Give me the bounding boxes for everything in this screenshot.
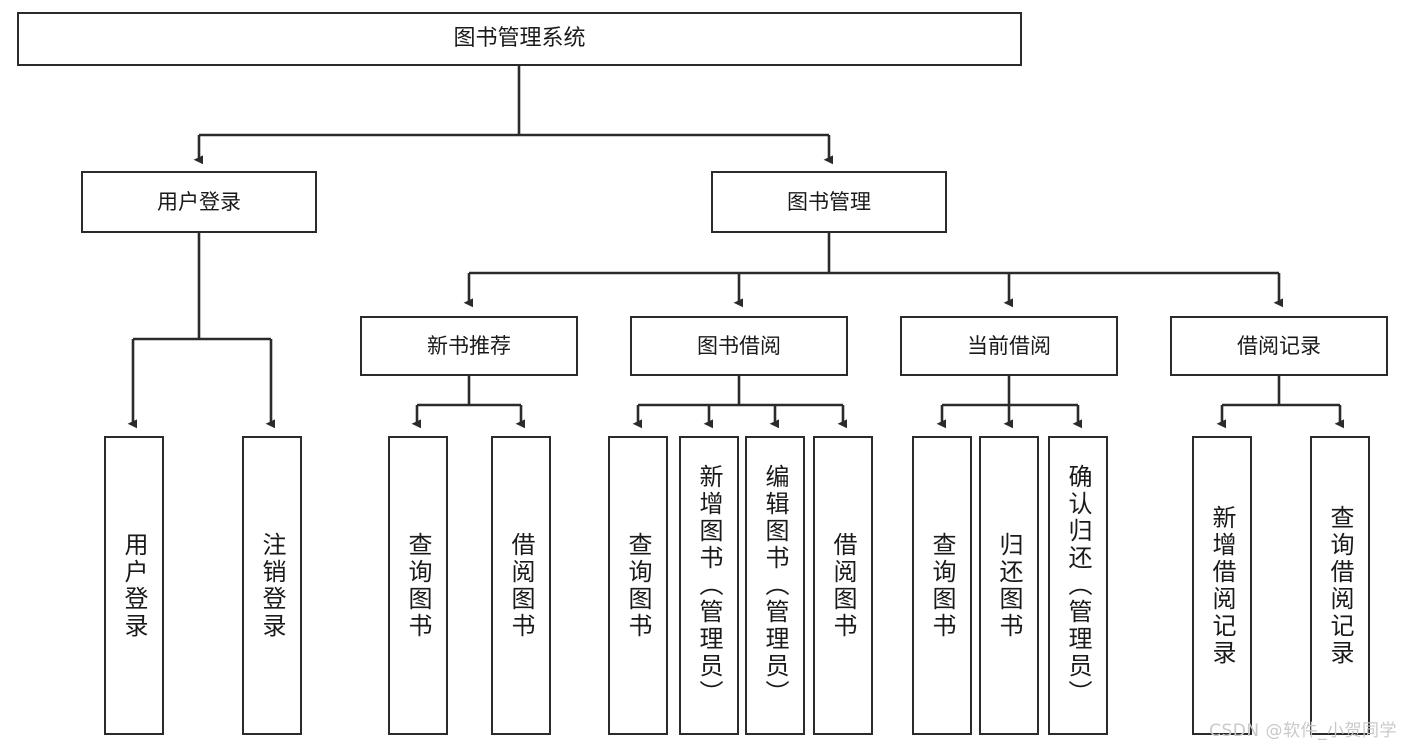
node-label: 查询图书 — [624, 531, 652, 640]
csdn-watermark: CSDN @软件_小贺同学 — [1209, 721, 1397, 741]
node-borrow-record[interactable]: 借阅记录 — [1170, 316, 1388, 376]
leaf-logout-login[interactable]: 注销登录 — [242, 436, 302, 735]
node-label: 查询图书 — [928, 531, 956, 640]
node-label: 查询图书 — [404, 531, 432, 640]
leaf-query-book-3[interactable]: 查询图书 — [912, 436, 972, 735]
leaf-query-book-1[interactable]: 查询图书 — [388, 436, 448, 735]
node-user-login[interactable]: 用户登录 — [81, 171, 317, 233]
node-book-manage[interactable]: 图书管理 — [711, 171, 947, 233]
leaf-user-login[interactable]: 用户登录 — [104, 436, 164, 735]
node-label: 新增图书（管理员） — [695, 464, 723, 707]
node-book-borrow[interactable]: 图书借阅 — [630, 316, 848, 376]
node-new-book-recommend[interactable]: 新书推荐 — [360, 316, 578, 376]
leaf-return-book[interactable]: 归还图书 — [979, 436, 1039, 735]
leaf-add-book[interactable]: 新增图书（管理员） — [679, 436, 739, 735]
leaf-add-record[interactable]: 新增借阅记录 — [1192, 436, 1252, 735]
node-label: 借阅图书 — [507, 531, 535, 640]
node-label: 当前借阅 — [967, 333, 1051, 358]
node-root-system[interactable]: 图书管理系统 — [17, 12, 1022, 66]
leaf-confirm-return[interactable]: 确认归还（管理员） — [1048, 436, 1108, 735]
node-label: 用户登录 — [157, 189, 241, 214]
node-label: 用户登录 — [120, 531, 148, 640]
leaf-borrow-book-1[interactable]: 借阅图书 — [491, 436, 551, 735]
node-label: 借阅图书 — [829, 531, 857, 640]
node-label: 借阅记录 — [1237, 333, 1321, 358]
leaf-borrow-book-2[interactable]: 借阅图书 — [813, 436, 873, 735]
node-current-borrow[interactable]: 当前借阅 — [900, 316, 1118, 376]
node-label: 新书推荐 — [427, 333, 511, 358]
node-label: 新增借阅记录 — [1208, 504, 1236, 667]
leaf-query-book-2[interactable]: 查询图书 — [608, 436, 668, 735]
node-label: 编辑图书（管理员） — [761, 464, 789, 707]
leaf-query-record[interactable]: 查询借阅记录 — [1310, 436, 1370, 735]
node-label: 注销登录 — [258, 531, 286, 640]
node-label: 图书管理系统 — [453, 26, 586, 52]
node-label: 查询借阅记录 — [1326, 504, 1354, 667]
node-label: 确认归还（管理员） — [1064, 464, 1092, 707]
node-label: 归还图书 — [995, 531, 1023, 640]
node-label: 图书管理 — [787, 189, 871, 214]
node-label: 图书借阅 — [697, 333, 781, 358]
leaf-edit-book[interactable]: 编辑图书（管理员） — [745, 436, 805, 735]
